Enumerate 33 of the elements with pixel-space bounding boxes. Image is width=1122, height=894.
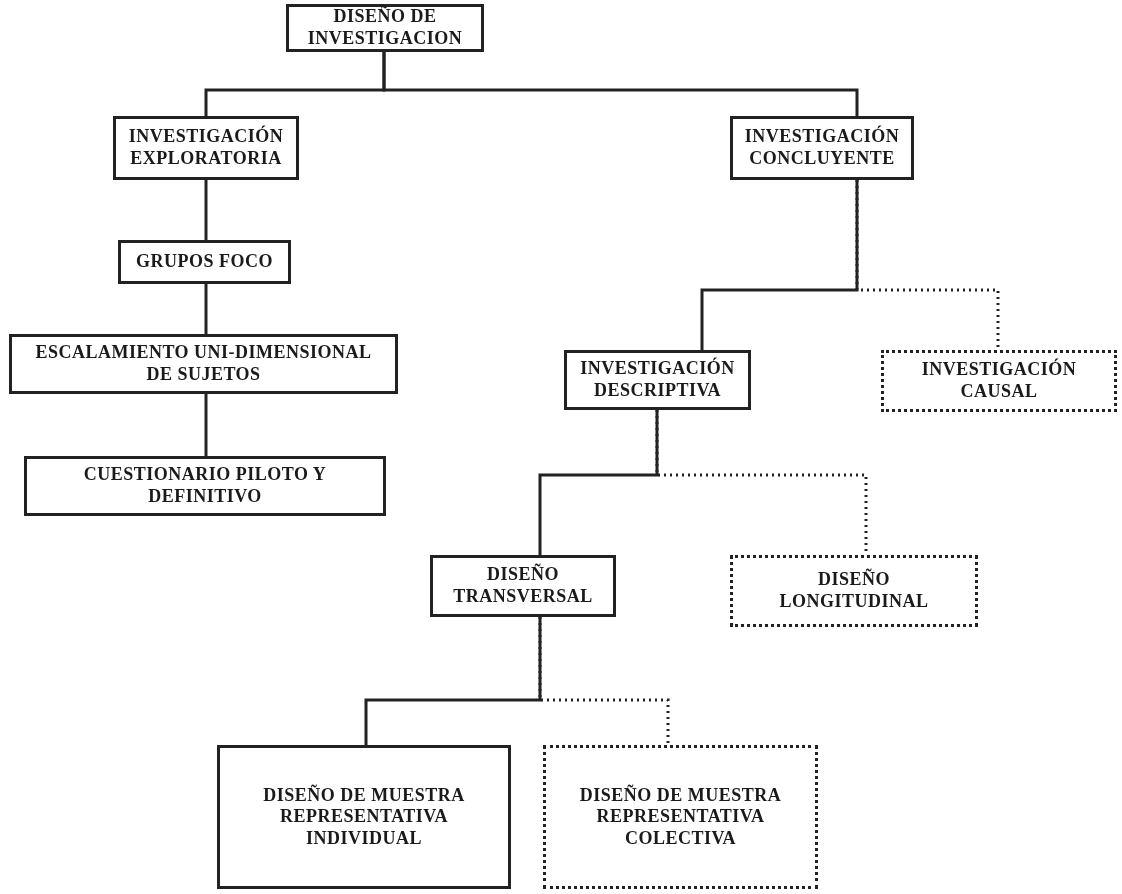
process-box [543, 745, 818, 889]
box-label: INVESTIGACIÓN EXPLORATORIA [127, 126, 285, 170]
box-label: ESCALAMIENTO UNI-DIMENSIONAL DE SUJETOS [34, 342, 373, 386]
connector-line [204, 180, 208, 240]
box-label: CUESTIONARIO PILOTO Y DEFINITIVO [82, 464, 328, 508]
process-box [217, 745, 511, 889]
process-box [113, 116, 299, 180]
box-label: DISEÑO DE MUESTRA REPRESENTATIVA INDIVIDUAL [262, 784, 466, 850]
box-label: GRUPOS FOCO [136, 251, 273, 273]
process-box [118, 240, 291, 284]
box-label: DISEÑO LONGITUDINAL [778, 569, 930, 613]
box-label: DISEÑO TRANSVERSAL [452, 564, 594, 608]
process-box [430, 555, 616, 617]
process-box [286, 4, 484, 52]
connector-line [204, 394, 208, 456]
connector-line [700, 180, 859, 350]
connector-line [538, 410, 659, 555]
box-label: INVESTIGACIÓN CAUSAL [920, 359, 1078, 403]
box-label: DISEÑO DE MUESTRA REPRESENTATIVA COLECTIVA [578, 784, 783, 850]
process-box [730, 116, 914, 180]
connector-line [204, 284, 208, 334]
process-box [564, 350, 751, 410]
box-label: DISEÑO DE INVESTIGACION [306, 6, 464, 50]
process-box [9, 334, 398, 394]
connector-line [855, 180, 1000, 350]
process-box [881, 350, 1117, 412]
connector-line [538, 617, 670, 745]
connector-line [364, 617, 542, 745]
box-label: INVESTIGACIÓN DESCRIPTIVA [579, 358, 736, 402]
connector-line [382, 52, 859, 116]
process-box [24, 456, 386, 516]
process-box [730, 555, 978, 627]
box-label: INVESTIGACIÓN CONCLUYENTE [743, 126, 901, 170]
